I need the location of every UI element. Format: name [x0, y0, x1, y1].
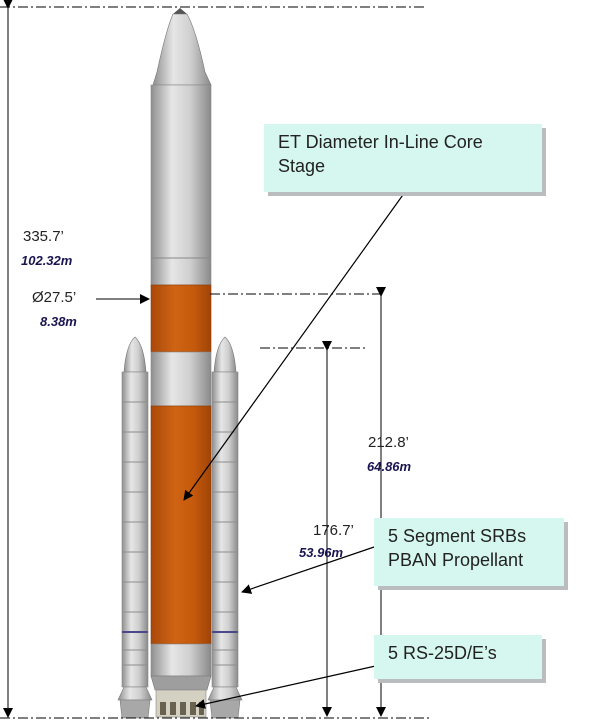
leader-lines: [183, 191, 406, 709]
engines-callout: 5 RS-25D/E’s: [374, 635, 542, 679]
total-height-m-label: 102.32m: [21, 253, 73, 268]
srb-callout-line2: PBAN Propellant: [388, 550, 524, 570]
core-height-ft-label: 212.8’: [368, 434, 409, 451]
core-diameter-ft-label: Ø27.5’: [32, 289, 77, 306]
left-srb: [117, 336, 153, 719]
engines-callout-text: 5 RS-25D/E’s: [388, 643, 497, 663]
core-height-m-label: 64.86m: [367, 459, 412, 474]
srb-height-m-label: 53.96m: [299, 545, 344, 560]
right-srb: [207, 336, 243, 719]
core-stage-callout-text: ET Diameter In-Line Core Stage: [278, 132, 483, 176]
srb-height-ft-label: 176.7’: [313, 522, 354, 539]
core-stage-callout: ET Diameter In-Line Core Stage: [264, 124, 542, 192]
total-height-ft-label: 335.7’: [23, 228, 64, 245]
core-stage: [150, 8, 212, 718]
srb-callout: 5 Segment SRBs PBAN Propellant: [374, 518, 564, 586]
core-diameter-m-label: 8.38m: [40, 314, 77, 329]
srb-callout-line1: 5 Segment SRBs: [388, 526, 527, 546]
